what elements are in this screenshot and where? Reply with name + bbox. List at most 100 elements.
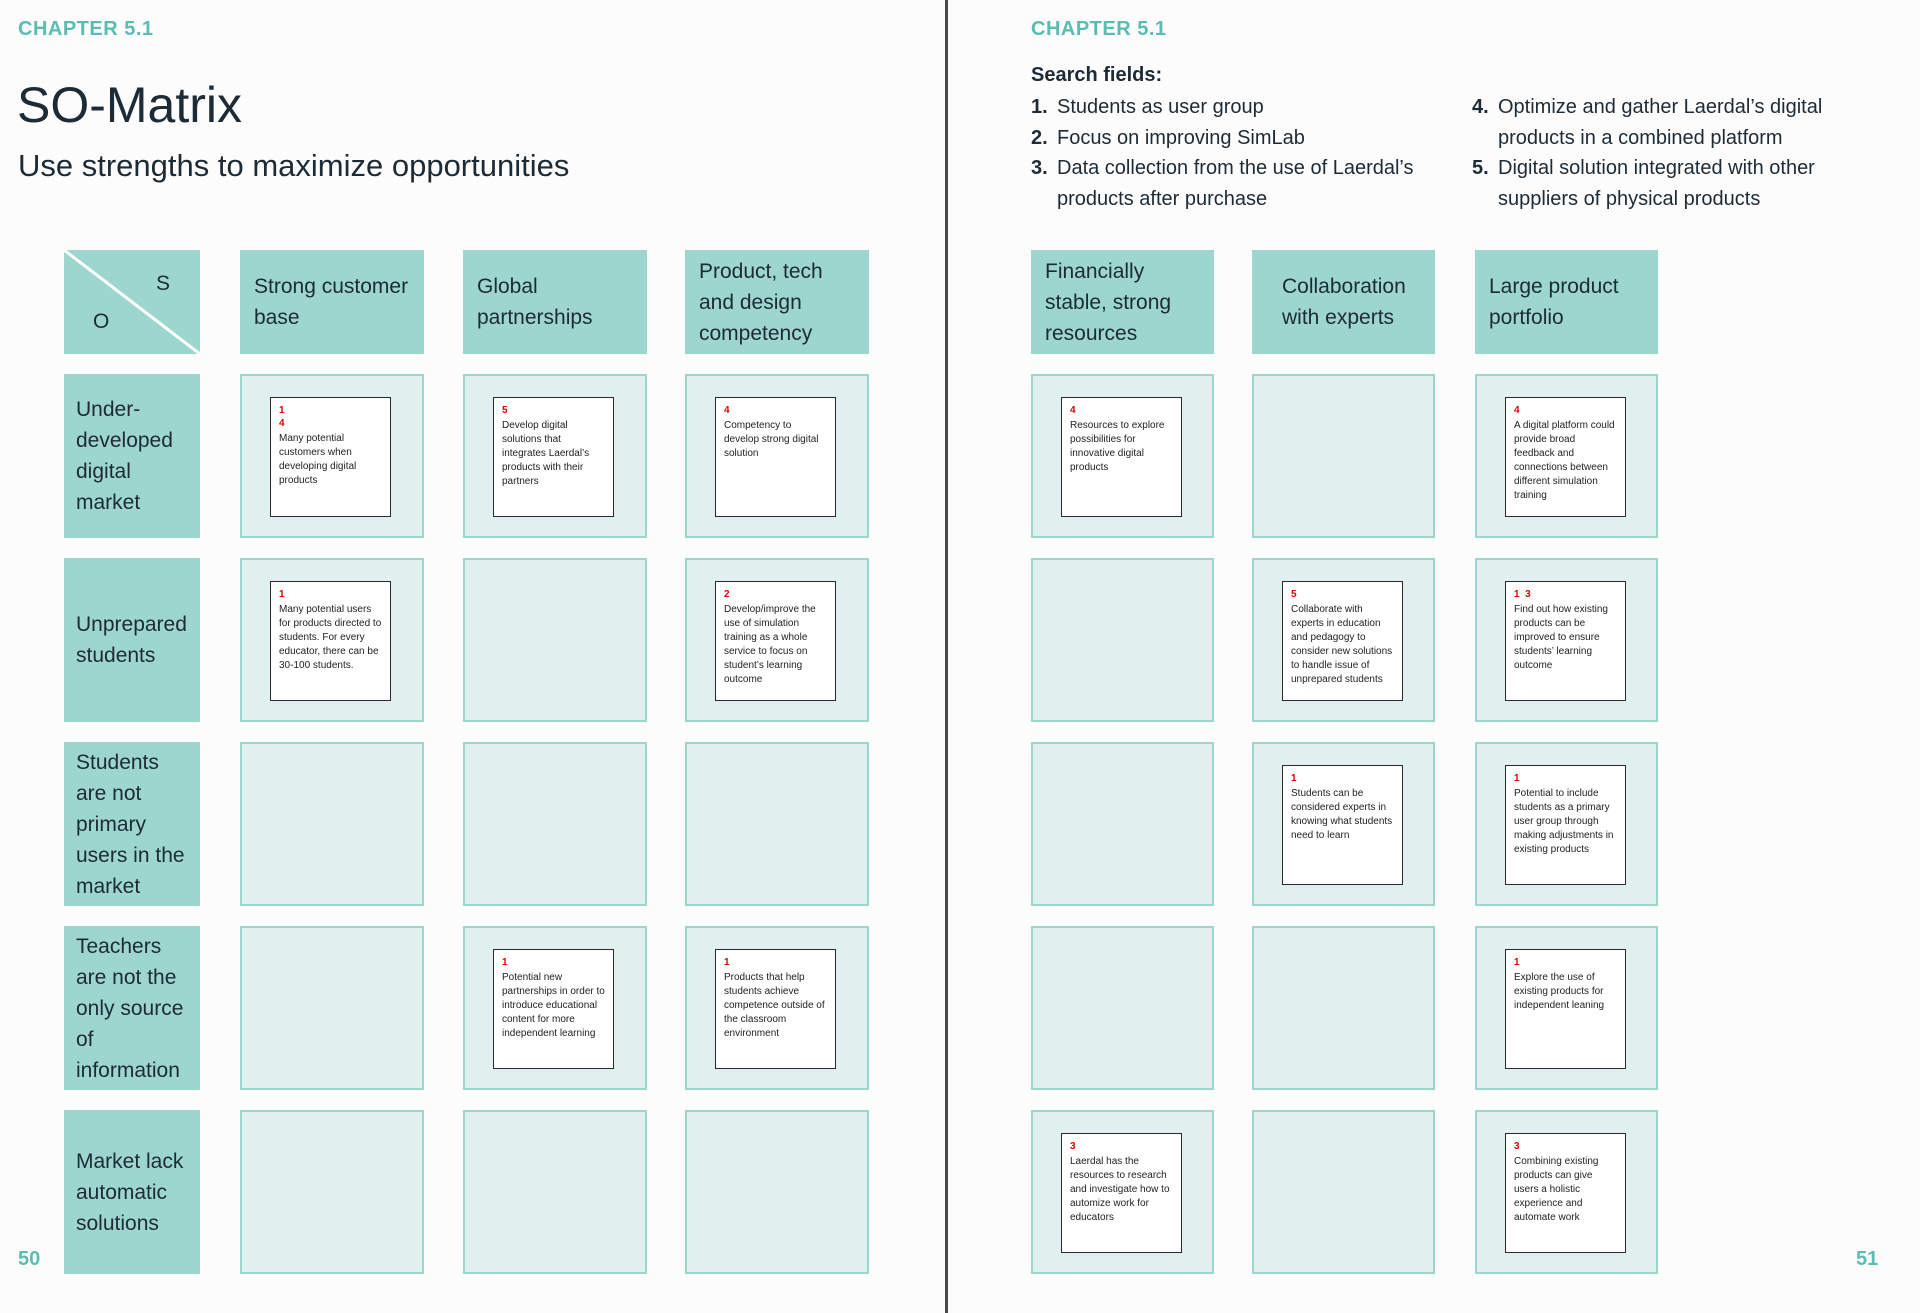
column-header-global-partnerships: Global partnerships bbox=[463, 250, 647, 354]
matrix-cell: 1 4 Many potential customers when develop… bbox=[240, 374, 424, 538]
matrix-cell-empty bbox=[1252, 1110, 1435, 1274]
search-field-refs: 1 bbox=[1514, 957, 1520, 968]
row-header-underdeveloped-market: Under-developed digital market bbox=[64, 374, 200, 538]
search-field-refs: 3 bbox=[1070, 1141, 1076, 1152]
note-text: Potential to include students as a prima… bbox=[1514, 788, 1614, 855]
note-text: Combining existing products can give use… bbox=[1514, 1156, 1599, 1223]
column-header-label: Large product portfolio bbox=[1489, 275, 1619, 329]
search-field-refs: 4 bbox=[1514, 405, 1520, 416]
search-field-refs: 1 bbox=[1514, 773, 1520, 784]
note-text: Collaborate with experts in education an… bbox=[1291, 604, 1393, 685]
search-field-number: 5. bbox=[1472, 157, 1489, 179]
matrix-cell-empty bbox=[240, 742, 424, 906]
search-field-text: Optimize and gather Laerdal’s digital pr… bbox=[1498, 96, 1823, 149]
row-header-label: Unprepared students bbox=[76, 613, 187, 667]
row-header-teachers-not-only-source: Teachers are not the only source of info… bbox=[64, 926, 200, 1090]
row-header-label: Market lack automatic solutions bbox=[76, 1149, 184, 1235]
column-header-large-portfolio: Large product portfolio bbox=[1475, 250, 1658, 354]
page-title: SO-Matrix bbox=[17, 77, 242, 133]
search-field-refs: 3 bbox=[1514, 1141, 1520, 1152]
search-field-refs: 1 4 bbox=[279, 405, 285, 429]
search-field-refs: 5 bbox=[1291, 589, 1297, 600]
note-text: Resources to explore possibilities for i… bbox=[1070, 420, 1165, 473]
page-divider bbox=[945, 0, 948, 1313]
page-number-right: 51 bbox=[1856, 1248, 1879, 1270]
search-field-item: 2.Focus on improving SimLab bbox=[1031, 123, 1431, 154]
matrix-cell-empty bbox=[240, 1110, 424, 1274]
row-header-label: Students are not primary users in the ma… bbox=[76, 750, 185, 898]
note-text: Develop/improve the use of simulation tr… bbox=[724, 604, 816, 685]
column-header-collaboration-experts: Collaboration with experts bbox=[1252, 250, 1435, 354]
search-field-refs: 1 bbox=[502, 957, 508, 968]
search-field-refs: 5 bbox=[502, 405, 508, 416]
column-header-label: Global partnerships bbox=[477, 275, 593, 329]
search-field-number: 4. bbox=[1472, 96, 1489, 118]
row-header-students-not-primary: Students are not primary users in the ma… bbox=[64, 742, 200, 906]
search-field-item: 5. Digital solution integrated with other… bbox=[1472, 153, 1872, 214]
search-field-text: Focus on improving SimLab bbox=[1057, 126, 1305, 149]
search-field-refs: 1 bbox=[724, 957, 730, 968]
note-text: Laerdal has the resources to research an… bbox=[1070, 1156, 1170, 1223]
strengths-axis-label: S bbox=[156, 272, 171, 295]
search-field-refs: 1 3 bbox=[1514, 589, 1531, 600]
row-header-market-lack-automatic: Market lack automatic solutions bbox=[64, 1110, 200, 1274]
column-header-financially-stable: Financially stable, strong resources bbox=[1031, 250, 1214, 354]
search-field-refs: 4 bbox=[724, 405, 730, 416]
matrix-cell-empty bbox=[1252, 926, 1435, 1090]
matrix-cell-empty bbox=[1031, 742, 1214, 906]
note-text: Many potential customers when developing… bbox=[279, 433, 357, 486]
search-fields-list-col2: 4. Optimize and gather Laerdal’s digital … bbox=[1472, 92, 1872, 214]
note-text: Many potential users for products direct… bbox=[279, 604, 382, 671]
note-text: Products that help students achieve comp… bbox=[724, 972, 825, 1039]
search-field-item: 1.Students as user group bbox=[1031, 92, 1431, 123]
row-header-label: Teachers are not the only source of info… bbox=[76, 934, 184, 1082]
search-field-refs: 2 bbox=[724, 589, 730, 600]
search-fields-title: Search fields: bbox=[1031, 64, 1163, 86]
column-header-label: Product, tech and design competency bbox=[699, 259, 823, 345]
search-field-text: Students as user group bbox=[1057, 96, 1264, 118]
matrix-cell-empty bbox=[1252, 374, 1435, 538]
note-text: Potential new partnerships in order to i… bbox=[502, 972, 605, 1039]
search-field-text: Digital solution integrated with other s… bbox=[1498, 157, 1815, 210]
chapter-label-left: CHAPTER 5.1 bbox=[18, 18, 154, 40]
matrix-cell-empty bbox=[1031, 926, 1214, 1090]
note-text: Students can be considered experts in kn… bbox=[1291, 788, 1393, 841]
note-text: Develop digital solutions that integrate… bbox=[502, 420, 590, 487]
row-header-unprepared-students: Unprepared students bbox=[64, 558, 200, 722]
matrix-cell-empty bbox=[463, 742, 647, 906]
search-fields-list-col1: 1.Students as user group 2.Focus on impr… bbox=[1031, 92, 1431, 214]
note-text: Explore the use of existing products for… bbox=[1514, 972, 1605, 1011]
sticky-note: 1 4 Many potential customers when develop… bbox=[270, 397, 391, 517]
page-number-left: 50 bbox=[18, 1248, 41, 1270]
matrix-cell-empty bbox=[463, 558, 647, 722]
search-field-refs: 1 bbox=[1291, 773, 1297, 784]
search-field-refs: 1 bbox=[279, 589, 285, 600]
diagonal-divider bbox=[64, 250, 200, 354]
search-field-number: 3. bbox=[1031, 157, 1048, 179]
matrix-cell-empty bbox=[463, 1110, 647, 1274]
matrix-cell-empty bbox=[240, 926, 424, 1090]
